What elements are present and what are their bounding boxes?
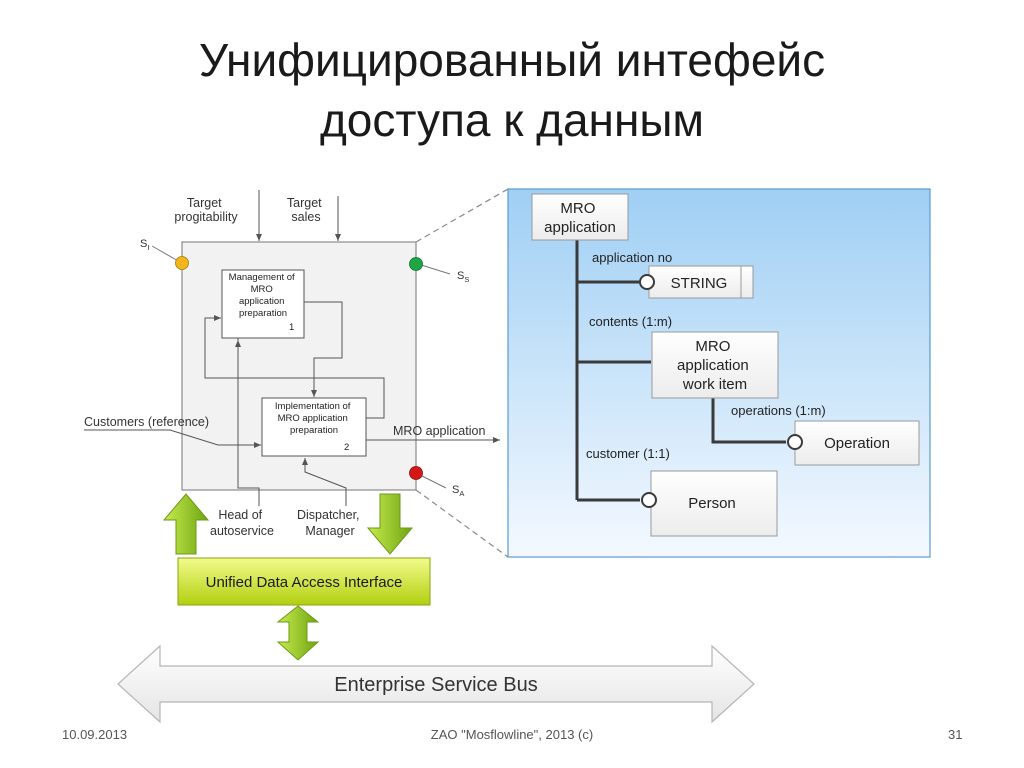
slide-title: Унифицированный интефейс доступа к данны… (0, 30, 1024, 150)
esb-arrow (117, 644, 755, 724)
state-ss-marker (409, 257, 423, 271)
relation-customer: customer (1:1) (586, 446, 670, 461)
feedback-box2-to-box1 (204, 315, 385, 419)
port-person (641, 492, 657, 508)
slide-title-line-2: доступа к данным (319, 94, 705, 146)
entity-string (648, 265, 754, 299)
zoom-connector-top (415, 188, 509, 243)
state-si-label: SI (140, 238, 149, 252)
idef0-box-2-number: 2 (344, 442, 349, 453)
idef0-box-1 (221, 269, 305, 339)
state-sa-label: SA (452, 484, 464, 498)
entity-operation-label: Operation (824, 435, 890, 452)
arrow-up-icon (162, 493, 210, 555)
mechanism-label-head: Head of autoservice (210, 508, 274, 538)
input-arrow-customers (84, 429, 261, 448)
entity-mro-application (531, 193, 629, 241)
state-ss-label: SS (457, 270, 469, 284)
arrow-down-icon (366, 493, 414, 555)
entity-mro-application-label: MRO application (544, 200, 616, 236)
entity-person-label: Person (688, 495, 736, 512)
state-si-marker (175, 256, 189, 270)
mechanism-label-dispatcher: Dispatcher, Manager (297, 508, 363, 538)
footer-date: 10.09.2013 (62, 727, 128, 742)
entity-work-item-label: MRO application work item (677, 338, 753, 393)
entity-string-label: STRING (671, 275, 728, 292)
idef0-box-1-label: Management of MRO application preparatio… (229, 272, 298, 319)
output-label-mro-application: MRO application (393, 424, 485, 438)
zoom-connector-bottom (415, 489, 509, 558)
control-label-sales: Target sales (287, 196, 325, 224)
idef0-box-1-number: 1 (289, 322, 294, 333)
esb-label: Enterprise Service Bus (334, 674, 537, 696)
input-label-customers: Customers (reference) (84, 415, 209, 429)
footer-copyright: ZAO "Mosflowline", 2013 (c) (430, 727, 594, 742)
entity-work-item (651, 331, 779, 399)
entity-person (650, 470, 778, 537)
relation-operations: operations (1:m) (731, 403, 826, 418)
relation-contents: contents (1:m) (589, 314, 672, 329)
port-operation (787, 434, 803, 450)
slide-title-line-1: Унифицированный интефейс (198, 34, 826, 86)
state-sa-marker (409, 466, 423, 480)
relation-application-no: application no (592, 250, 672, 265)
idef0-box-2-label: Implementation of MRO application prepar… (275, 401, 353, 436)
flow-box1-to-box2 (304, 301, 343, 397)
udai-bar (177, 557, 431, 606)
entity-operation (794, 420, 920, 466)
udai-label: Unified Data Access Interface (206, 574, 403, 591)
footer-page-number: 31 (948, 727, 963, 742)
idef0-box-2 (261, 397, 367, 457)
port-string (639, 274, 655, 290)
double-arrow-icon (276, 605, 320, 661)
control-label-profitability: Target progitability (174, 196, 238, 224)
mechanism-arrow-dispatcher (302, 458, 347, 506)
